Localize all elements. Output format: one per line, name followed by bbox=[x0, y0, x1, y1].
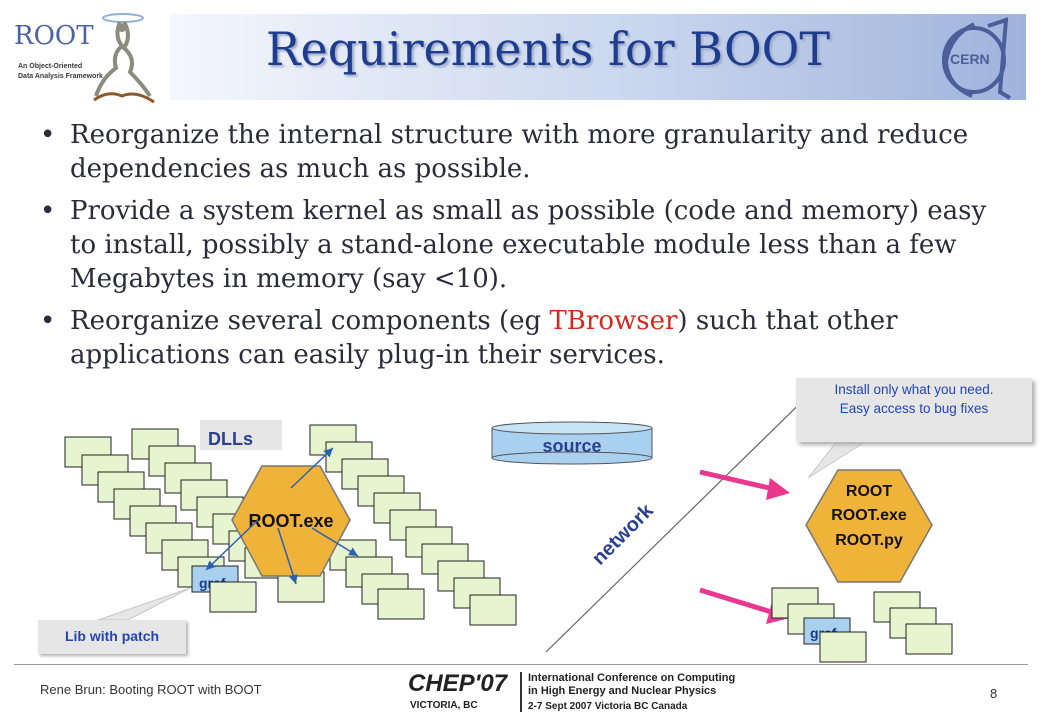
bullet-item: • Reorganize the internal structure with … bbox=[40, 118, 1020, 186]
cern-logo: CERN bbox=[942, 17, 1012, 100]
network-line bbox=[545, 377, 827, 653]
bullet-text-before: Reorganize several components (eg bbox=[70, 306, 550, 336]
chep-logo-name: CHEP'07 bbox=[408, 670, 508, 697]
callout-lib-tail bbox=[97, 587, 191, 621]
callout-install-line-1: Install only what you need. bbox=[834, 382, 994, 397]
network-label: network bbox=[588, 499, 658, 569]
bullet-list: • Reorganize the internal structure with … bbox=[40, 118, 1020, 380]
callout-install: Install only what you need. Easy access … bbox=[796, 378, 1032, 442]
chep-dates: 2-7 Sept 2007 Victoria BC Canada bbox=[528, 701, 688, 712]
dlls-label: DLLs bbox=[208, 429, 253, 449]
dll-box bbox=[819, 631, 867, 663]
bullet-text-after: ) such that other applications can easil… bbox=[70, 306, 898, 370]
root-target-hexagon bbox=[805, 469, 933, 583]
callout-install-line-2: Easy access to bug fixes bbox=[839, 401, 989, 416]
bullet-dot: • bbox=[40, 196, 56, 226]
title-band bbox=[170, 14, 1026, 100]
root-figure-icon bbox=[93, 13, 155, 104]
bullet-item: • Reorganize several components (eg TBrow… bbox=[40, 304, 1020, 372]
bullet-item: • Provide a system kernel as small as pos… bbox=[40, 194, 1020, 296]
bullet-text: Reorganize the internal structure with m… bbox=[70, 120, 969, 184]
chep-logo bbox=[520, 672, 522, 712]
root-exe-hexagon bbox=[231, 465, 351, 577]
tbrowser-highlight: TBrowser bbox=[549, 306, 678, 336]
chep-logo-place: VICTORIA, BC bbox=[410, 700, 478, 711]
root-exe-label: ROOT.exe bbox=[248, 511, 333, 531]
root-logo-tagline-1: An Object-Oriented bbox=[18, 63, 82, 70]
source-cylinder bbox=[491, 421, 653, 465]
callout-lib-with-patch: Lib with patch bbox=[38, 620, 186, 654]
chep-conference-name: International Conference on Computing in… bbox=[528, 672, 736, 697]
footer-divider bbox=[14, 664, 1028, 665]
dlls-label-box bbox=[200, 420, 282, 450]
root-logo-text: ROOT bbox=[14, 21, 94, 51]
bullet-dot: • bbox=[40, 306, 56, 336]
footer-author: Rene Brun: Booting ROOT with BOOT bbox=[40, 682, 262, 697]
target-line-1: ROOT bbox=[846, 483, 892, 500]
root-logo-tagline-2: Data Analysis Framework bbox=[18, 73, 103, 80]
dll-box bbox=[209, 581, 257, 613]
hexagon-arrows bbox=[205, 447, 359, 585]
bullet-text: Provide a system kernel as small as poss… bbox=[70, 196, 987, 294]
target-line-3: ROOT.py bbox=[835, 532, 903, 549]
page-number: 8 bbox=[990, 686, 998, 701]
slide-title: Requirements for BOOT bbox=[265, 22, 831, 76]
target-line-2: ROOT.exe bbox=[831, 507, 907, 524]
cern-logo-text: CERN bbox=[950, 51, 990, 67]
bullet-dot: • bbox=[40, 120, 56, 150]
source-label: source bbox=[542, 436, 601, 456]
root-logo: ROOT An Object-Oriented Data Analysis Fr… bbox=[8, 8, 166, 104]
